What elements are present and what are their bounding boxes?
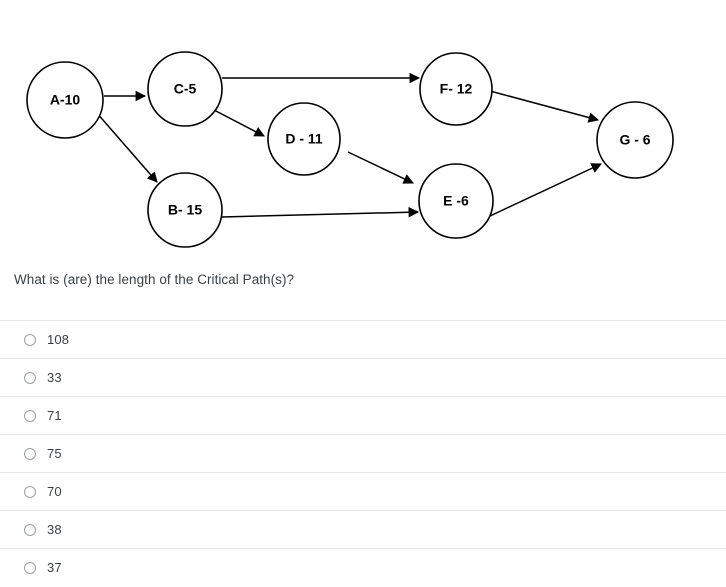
diagram-node-c: C-5: [147, 51, 223, 127]
question-text: What is (are) the length of the Critical…: [14, 272, 295, 287]
diagram-edge-e-to-g: [489, 163, 602, 217]
answer-option-row[interactable]: 75: [0, 434, 726, 472]
answer-option-label: 38: [47, 522, 62, 537]
node-label-d: D - 11: [285, 131, 323, 147]
node-label-a: A-10: [50, 92, 81, 108]
node-circle-b: [147, 172, 223, 248]
answer-option-row[interactable]: 33: [0, 358, 726, 396]
diagram-canvas: A-10 C-5 B- 15 D - 11 F- 12 E -6 G - 6: [26, 51, 674, 248]
diagram-node-f: F- 12: [419, 52, 493, 126]
answer-option-label: 70: [47, 484, 62, 499]
answer-option-label: 71: [47, 408, 62, 423]
diagram-nodes: A-10 C-5 B- 15 D - 11 F- 12 E -6 G - 6: [26, 51, 674, 248]
question-block: What is (are) the length of the Critical…: [0, 271, 726, 290]
radio-button-icon[interactable]: [24, 409, 36, 422]
answer-option-label: 75: [47, 446, 62, 461]
node-circle-c: [147, 51, 223, 127]
diagram-node-a: A-10: [26, 61, 104, 139]
node-label-f: F- 12: [440, 81, 473, 97]
radio-button-icon[interactable]: [24, 371, 36, 384]
answer-option-label: 37: [47, 560, 62, 575]
node-circle-a: [26, 61, 104, 139]
diagram-edge-b-to-e: [221, 206, 420, 218]
answer-option-row[interactable]: 71: [0, 396, 726, 434]
diagram-edges: [95, 72, 602, 218]
node-label-e: E -6: [443, 193, 469, 209]
node-circle-f: [419, 52, 493, 126]
node-label-b: B- 15: [168, 202, 202, 218]
diagram-edge-a-to-b: [95, 111, 158, 183]
answer-option-row[interactable]: 38: [0, 510, 726, 548]
node-circle-e: [418, 163, 494, 239]
answer-option-row[interactable]: 70: [0, 472, 726, 510]
node-circle-d: [267, 102, 341, 176]
radio-button-icon[interactable]: [24, 485, 36, 498]
diagram-node-e: E -6: [418, 163, 494, 239]
diagram-node-b: B- 15: [147, 172, 223, 248]
answer-option-row[interactable]: 108: [0, 320, 726, 358]
diagram-edge-c-to-d: [213, 109, 265, 137]
diagram-edge-f-to-g: [489, 90, 600, 123]
radio-button-icon[interactable]: [24, 523, 36, 536]
diagram-node-g: G - 6: [596, 101, 674, 179]
node-label-c: C-5: [174, 81, 197, 97]
node-label-g: G - 6: [619, 132, 650, 148]
diagram-edge-d-to-e: [347, 151, 414, 184]
answer-option-label: 108: [47, 332, 70, 347]
answer-option-row[interactable]: 37: [0, 548, 726, 586]
radio-button-icon[interactable]: [24, 333, 36, 346]
critical-path-diagram: A-10 C-5 B- 15 D - 11 F- 12 E -6 G - 6: [0, 0, 726, 265]
diagram-node-d: D - 11: [267, 102, 341, 176]
node-circle-g: [596, 101, 674, 179]
answer-options-list[interactable]: 108 33 71 75 70 38 37: [0, 320, 726, 586]
radio-button-icon[interactable]: [24, 447, 36, 460]
answer-option-label: 33: [47, 370, 62, 385]
radio-button-icon[interactable]: [24, 561, 36, 574]
